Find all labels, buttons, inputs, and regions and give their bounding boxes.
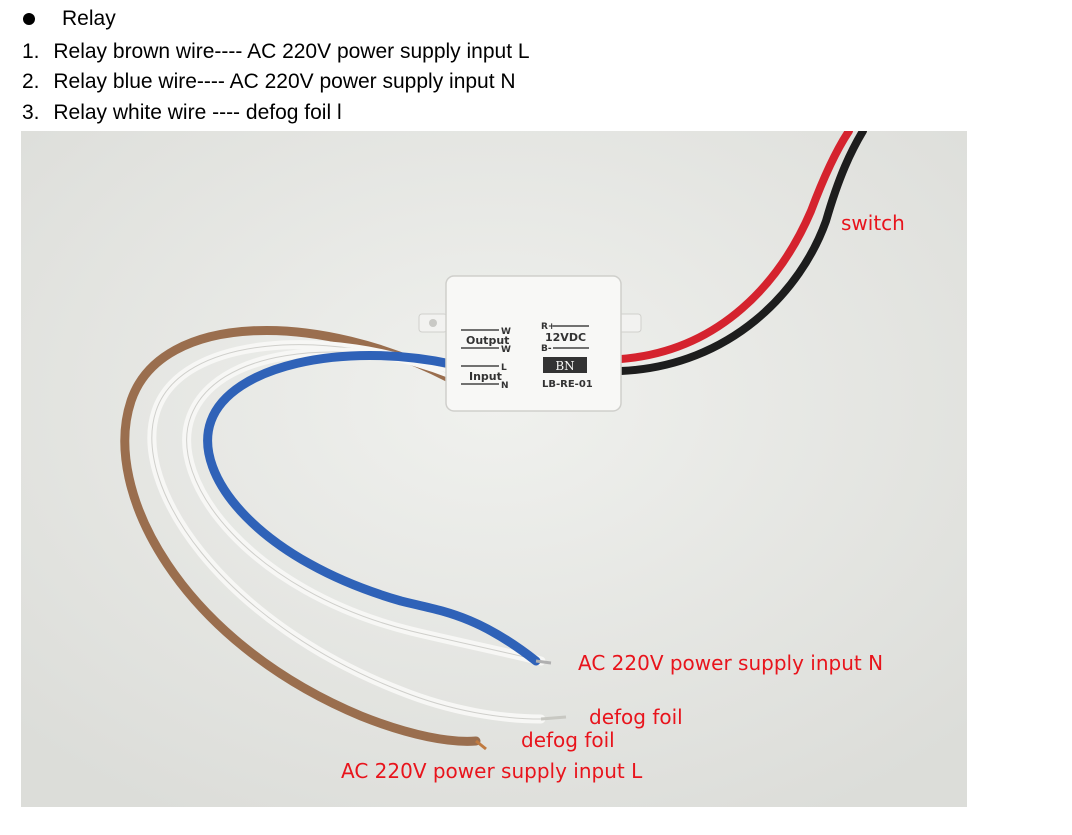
relay-logo-plate (543, 357, 587, 373)
relay-photo: W Output W L Input N R+ 12VDC B- BN LB-R… (21, 131, 967, 807)
blue-wire (203, 351, 541, 666)
relay-voltage: 12VDC (545, 331, 586, 344)
relay-output-w2: W (501, 345, 511, 355)
bullet-icon (23, 13, 35, 25)
white-wire-outline (151, 344, 542, 720)
brown-wire-tip (475, 739, 487, 751)
relay-input-n: N (501, 381, 509, 391)
white-wire-2-outline (186, 351, 542, 662)
list-item-number: 1. (22, 40, 40, 63)
list-item: 2. Relay blue wire---- AC 220V power sup… (22, 69, 516, 95)
label-switch: switch (841, 211, 905, 235)
relay-model: LB-RE-01 (542, 379, 593, 390)
relay-mount-hole-left (429, 319, 437, 327)
list-item-text: Relay white wire ---- defog foil l (53, 101, 342, 124)
label-white-wire-1: defog foil (589, 705, 683, 729)
list-item-number: 2. (22, 70, 40, 93)
relay-output-w1: W (501, 327, 511, 337)
list-item: 3. Relay white wire ---- defog foil l (22, 100, 342, 126)
heading-relay: Relay (62, 7, 116, 30)
list-item: 1. Relay brown wire---- AC 220V power su… (22, 39, 530, 65)
relay-r-plus: R+ (541, 322, 555, 332)
list-item-number: 3. (22, 101, 40, 124)
label-blue-wire: AC 220V power supply input N (578, 651, 883, 675)
relay-input-label: Input (469, 370, 502, 383)
relay-logo: BN (555, 359, 574, 373)
label-white-wire-2: defog foil (521, 728, 615, 752)
list-item-text: Relay brown wire---- AC 220V power suppl… (53, 40, 530, 63)
relay-housing (445, 275, 622, 412)
black-wire (617, 131, 867, 375)
relay-b-minus: B- (541, 344, 552, 354)
brown-wire (120, 325, 481, 746)
red-wire (617, 131, 853, 363)
relay-input-l: L (501, 363, 507, 373)
list-item-text: Relay blue wire---- AC 220V power supply… (53, 70, 516, 93)
blue-wire-tip (535, 659, 552, 665)
label-brown-wire: AC 220V power supply input L (341, 759, 643, 783)
photo-background (21, 131, 967, 807)
relay-output-label: Output (466, 334, 509, 347)
white-wire-tip (540, 715, 567, 721)
relay-module: W Output W L Input N R+ 12VDC B- BN LB-R… (418, 275, 642, 412)
